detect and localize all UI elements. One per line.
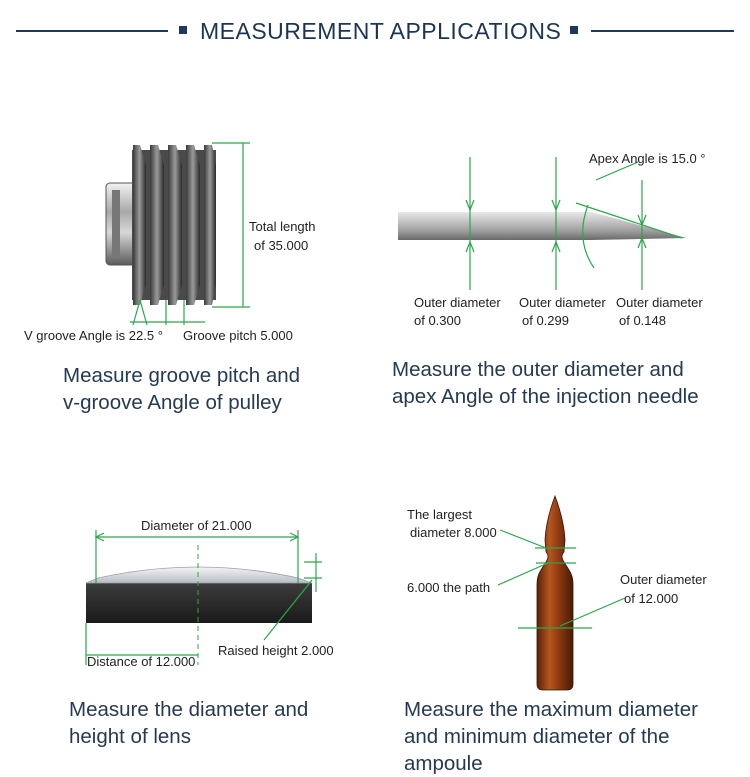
needle-od1-value: of 0.300 — [414, 313, 461, 328]
lens-base — [86, 583, 312, 623]
ampoule-path-label: 6.000 the path — [407, 580, 491, 595]
header-rule-left — [16, 30, 168, 32]
lens-caption-line-2: height of lens — [69, 725, 191, 748]
ampoule-caption-line-2: and minimum diameter of the — [404, 725, 670, 748]
lens-dome — [85, 566, 313, 584]
page-title: MEASUREMENT APPLICATIONS — [200, 18, 562, 44]
pulley-body — [132, 145, 216, 305]
total-length-dimension — [130, 142, 250, 326]
lens-diameter-label: Diameter of 21.000 — [141, 518, 252, 533]
header-bullet-right — [570, 26, 578, 34]
needle-apex-angle-label: Apex Angle is 15.0 ° — [589, 151, 706, 166]
ampoule-dimensions — [497, 529, 626, 629]
ampoule-caption-line-1: Measure the maximum diameter — [404, 698, 698, 721]
ampoule-caption-line-3: ampoule — [404, 752, 483, 775]
ampoule-od-value: of 12.000 — [624, 591, 679, 606]
pulley-total-length-value: of 35.000 — [254, 238, 309, 253]
header-rule-right — [591, 30, 734, 32]
pulley-total-length-label: Total length — [249, 219, 316, 234]
pulley-caption-line-2: v-groove Angle of pulley — [63, 391, 282, 414]
needle-od3-label: Outer diameter — [616, 295, 703, 310]
needle-od1-label: Outer diameter — [414, 295, 501, 310]
ampoule-largest-value: diameter 8.000 — [410, 525, 497, 540]
lens-raised-height-label: Raised height 2.000 — [218, 643, 334, 658]
ampoule-largest-label: The largest — [407, 507, 473, 522]
lens-caption-line-1: Measure the diameter and — [69, 698, 309, 721]
section-header: MEASUREMENT APPLICATIONS — [0, 16, 750, 46]
header-bullet-left — [179, 26, 187, 34]
needle-caption-line-1: Measure the outer diameter and — [392, 358, 684, 381]
lens-dimensions — [85, 530, 322, 665]
pulley-groove-pitch-label: Groove pitch 5.000 — [183, 328, 293, 343]
needle-od2-label: Outer diameter — [519, 295, 606, 310]
pulley-v-groove-label: V groove Angle is 22.5 ° — [24, 328, 163, 343]
needle-caption-line-2: apex Angle of the injection needle — [392, 385, 699, 408]
ampoule-body — [536, 494, 574, 691]
ampoule-od-label: Outer diameter — [620, 572, 707, 587]
pulley-caption-line-1: Measure groove pitch and — [63, 364, 301, 387]
needle-od3-value: of 0.148 — [619, 313, 666, 328]
needle-od2-value: of 0.299 — [522, 313, 569, 328]
needle-dimensions — [465, 157, 683, 290]
lens-distance-label: Distance of 12.000 — [87, 654, 196, 669]
